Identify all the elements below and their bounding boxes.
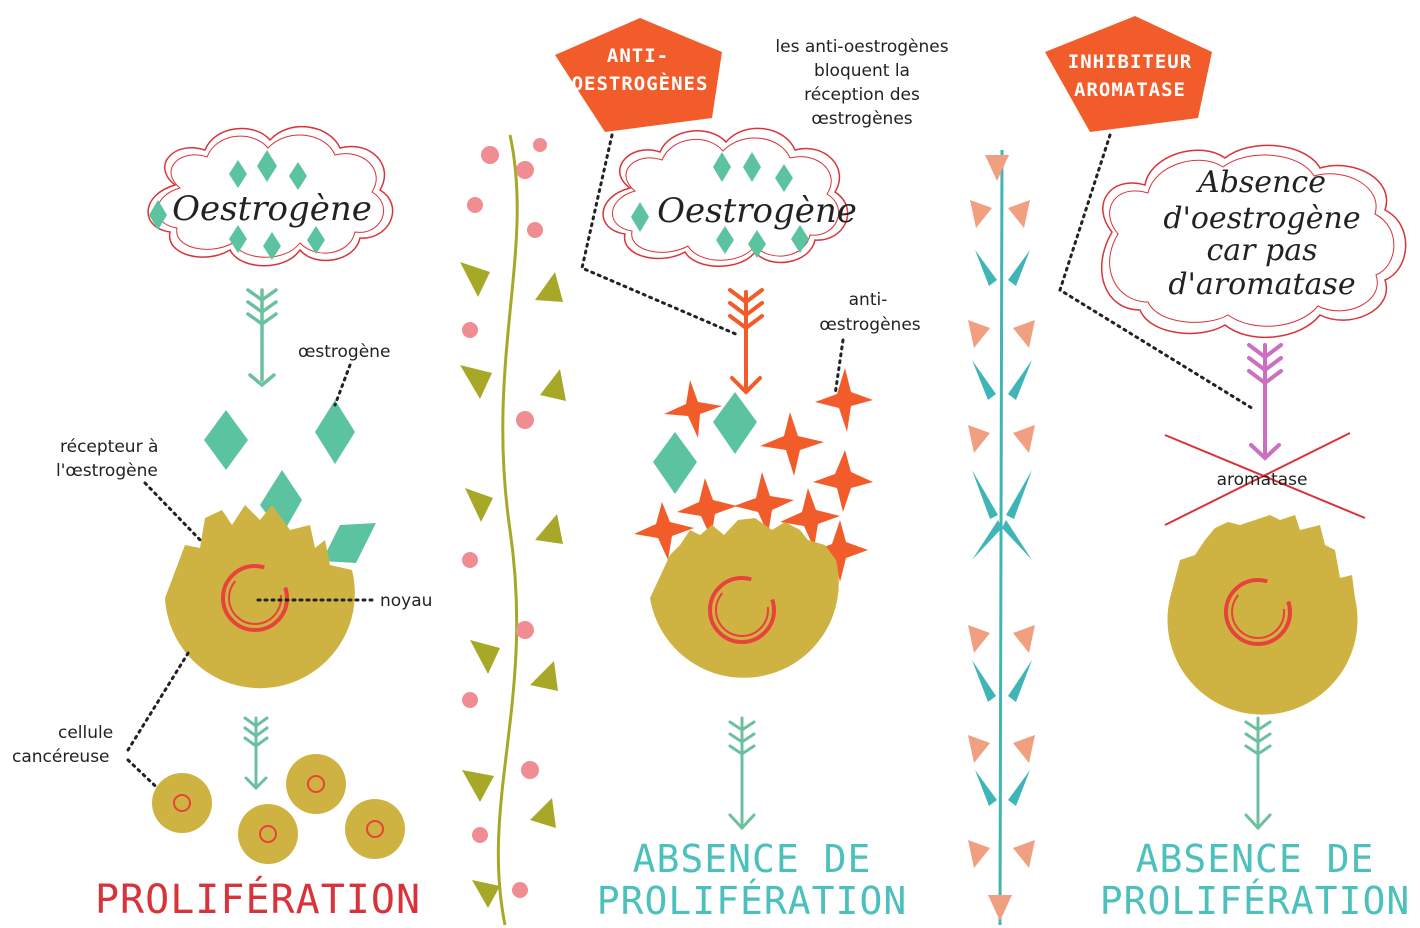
svg-text:OESTROGÈNES: OESTROGÈNES bbox=[572, 72, 709, 95]
svg-text:d'oestrogène: d'oestrogène bbox=[1163, 201, 1360, 236]
panel-2: ANTI- OESTROGÈNES les anti-oestrogènes b… bbox=[555, 18, 949, 923]
aromatase-cross: aromatase bbox=[1164, 432, 1366, 526]
note-text: les anti-oestrogènes bloquent la récepti… bbox=[775, 37, 948, 129]
cloud-diamond bbox=[263, 232, 281, 260]
absence-cloud: Absence d'oestrogène car pas d'aromatase bbox=[1100, 144, 1407, 338]
svg-text:ANTI-: ANTI- bbox=[607, 45, 669, 67]
svg-text:AROMATASE: AROMATASE bbox=[1074, 79, 1186, 101]
svg-text:les anti-oestrogènes: les anti-oestrogènes bbox=[775, 37, 948, 57]
result-no-proliferation: ABSENCE DE bbox=[633, 837, 872, 881]
anti-estrogen-stars bbox=[634, 368, 873, 582]
arrow-down-2 bbox=[728, 716, 756, 831]
label-cell: cellule bbox=[58, 723, 113, 743]
label-anti-estrogen: anti- bbox=[849, 290, 888, 310]
nucleus bbox=[221, 564, 289, 632]
daughter-cells bbox=[152, 754, 405, 864]
cloud-diamond bbox=[149, 200, 167, 230]
anti-estrogen-badge: ANTI- OESTROGÈNES bbox=[555, 18, 722, 132]
cloud-diamond bbox=[229, 225, 247, 253]
cancer-cell-3 bbox=[1167, 515, 1358, 715]
svg-text:d'aromatase: d'aromatase bbox=[1168, 267, 1355, 302]
svg-text:Absence: Absence bbox=[1195, 165, 1326, 200]
cloud-diamond bbox=[307, 226, 325, 254]
cloud-diamond bbox=[289, 162, 307, 190]
arrow-down-3 bbox=[1244, 716, 1272, 831]
cloud-text: Oestrogène bbox=[172, 189, 372, 229]
result-no-proliferation: PROLIFÉRATION bbox=[597, 879, 907, 923]
arrow-down-small bbox=[243, 716, 269, 791]
result-no-proliferation: PROLIFÉRATION bbox=[1100, 879, 1410, 923]
cancer-cell bbox=[165, 505, 355, 689]
label-cell: cancéreuse bbox=[12, 747, 110, 767]
svg-text:INHIBITEUR: INHIBITEUR bbox=[1068, 51, 1192, 73]
result-proliferation: PROLIFÉRATION bbox=[95, 875, 421, 923]
estrogen-cloud-2: Oestrogène bbox=[602, 127, 857, 267]
estrogen-cloud: Oestrogène bbox=[147, 125, 394, 267]
svg-text:aromatase: aromatase bbox=[1217, 470, 1308, 490]
estrogen-diamond bbox=[322, 523, 376, 563]
arrow-down-pink bbox=[1247, 343, 1283, 461]
panel-3: INHIBITEUR AROMATASE Absence d'oestrogèn… bbox=[1045, 16, 1410, 923]
label-receptor: récepteur à bbox=[60, 437, 158, 457]
label-receptor: l'œstrogène bbox=[56, 461, 158, 481]
decorative-vine-2 bbox=[968, 149, 1035, 926]
estrogen-diamond bbox=[315, 400, 355, 464]
label-nucleus: noyau bbox=[380, 591, 432, 611]
cloud-diamond bbox=[257, 150, 277, 182]
label-anti-estrogen: œstrogènes bbox=[819, 315, 920, 335]
cancer-cell-2 bbox=[650, 518, 839, 678]
arrow-down bbox=[246, 288, 278, 388]
label-estrogen: œstrogène bbox=[298, 342, 390, 362]
svg-text:car pas: car pas bbox=[1206, 233, 1317, 268]
svg-text:Oestrogène: Oestrogène bbox=[657, 191, 857, 231]
estrogen-diamond bbox=[204, 410, 248, 470]
aromatase-inhibitor-badge: INHIBITEUR AROMATASE bbox=[1045, 16, 1212, 132]
panel-1: Oestrogène œstrogène récepteur à l'œstro… bbox=[12, 125, 432, 923]
svg-text:réception des: réception des bbox=[804, 85, 920, 105]
decorative-vine-1 bbox=[460, 134, 566, 926]
result-no-proliferation: ABSENCE DE bbox=[1136, 837, 1375, 881]
arrow-down-orange bbox=[728, 288, 764, 395]
svg-text:bloquent la: bloquent la bbox=[814, 61, 910, 81]
cloud-diamond bbox=[229, 160, 247, 188]
svg-text:œstrogènes: œstrogènes bbox=[811, 109, 912, 129]
